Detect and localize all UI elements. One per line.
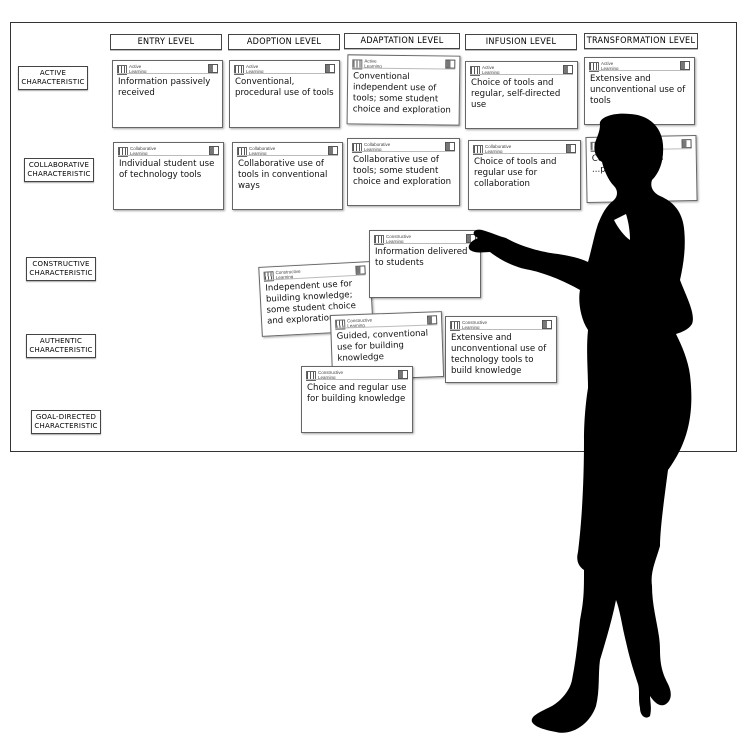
card-logo-icon [473,145,483,155]
card-constructive-loose-4[interactable]: Constructive Learning Extensive and unco… [445,316,557,383]
corner-flag-icon [208,64,218,73]
card-logo-icon [234,65,244,75]
card-collaborative-adoption[interactable]: Collaborative Learning Collaborative use… [232,142,343,210]
card-text: Collaborative use of tools; some student… [353,155,452,187]
card-logo-icon [117,65,127,75]
card-logo-icon [118,147,128,157]
card-text: Information passively received [118,77,211,98]
card-collaborative-adaptation[interactable]: Collaborative Learning Collaborative use… [347,138,460,206]
card-logo-icon [374,235,384,245]
column-header-adoption: ADOPTION LEVEL [228,34,340,50]
column-header-infusion: INFUSION LEVEL [465,34,577,50]
row-header-constructive: CONSTRUCTIVE CHARACTERISTIC [26,257,96,281]
card-text: Conventional, procedural use of tools [235,77,334,98]
corner-flag-icon [445,142,455,151]
card-text: Choice of tools and regular use for coll… [474,157,557,189]
card-collaborative-entry[interactable]: Collaborative Learning Individual studen… [113,142,224,210]
card-active-adoption[interactable]: Active Learning Conventional, procedural… [229,60,340,128]
card-logo-icon [306,371,316,381]
card-logo-icon [589,62,599,72]
row-header-goal-directed: GOAL-DIRECTED CHARACTERISTIC [31,410,101,434]
row-header-collaborative: COLLABORATIVE CHARACTERISTIC [24,158,94,182]
column-header-entry: ENTRY LEVEL [110,34,222,50]
corner-flag-icon [209,146,219,155]
card-constructive-loose-5[interactable]: Constructive Learning Choice and regular… [301,366,413,433]
card-active-transformation[interactable]: Active Learning Extensive and unconventi… [584,57,695,125]
card-text: Choice of tools and regular, self-direct… [471,78,561,110]
card-logo-icon [450,321,460,331]
card-text: Extensive and unconventional use of tool… [590,74,686,106]
row-header-active: ACTIVE CHARACTERISTIC [18,66,88,90]
corner-flag-icon [398,370,408,379]
corner-flag-icon [328,146,338,155]
card-text: Collaborative use of tools in convention… [238,159,328,191]
card-logo-icon [352,143,362,153]
card-text: Choice and regular use for building know… [307,383,407,404]
card-text: Information delivered to students [375,247,468,268]
card-text: Individual student use of technology too… [119,159,215,180]
card-constructive-loose-2[interactable]: Constructive Learning Information delive… [369,230,481,298]
column-header-transformation: TRANSFORMATION LEVEL [584,33,698,49]
card-collaborative-infusion[interactable]: Collaborative Learning Choice of tools a… [468,140,581,210]
corner-flag-icon [680,61,690,70]
corner-flag-icon [566,144,576,153]
corner-flag-icon [542,320,552,329]
row-header-authentic: AUTHENTIC CHARACTERISTIC [26,334,96,358]
corner-flag-icon [325,64,335,73]
card-logo-icon [470,66,480,76]
card-text: Extensive and unconventional use of tech… [451,333,547,376]
card-logo-icon [237,147,247,157]
card-active-infusion[interactable]: Active Learning Choice of tools and regu… [465,61,578,129]
corner-flag-icon [563,65,573,74]
column-header-adaptation: ADAPTATION LEVEL [344,33,460,49]
card-active-entry[interactable]: Active Learning Information passively re… [112,60,223,128]
